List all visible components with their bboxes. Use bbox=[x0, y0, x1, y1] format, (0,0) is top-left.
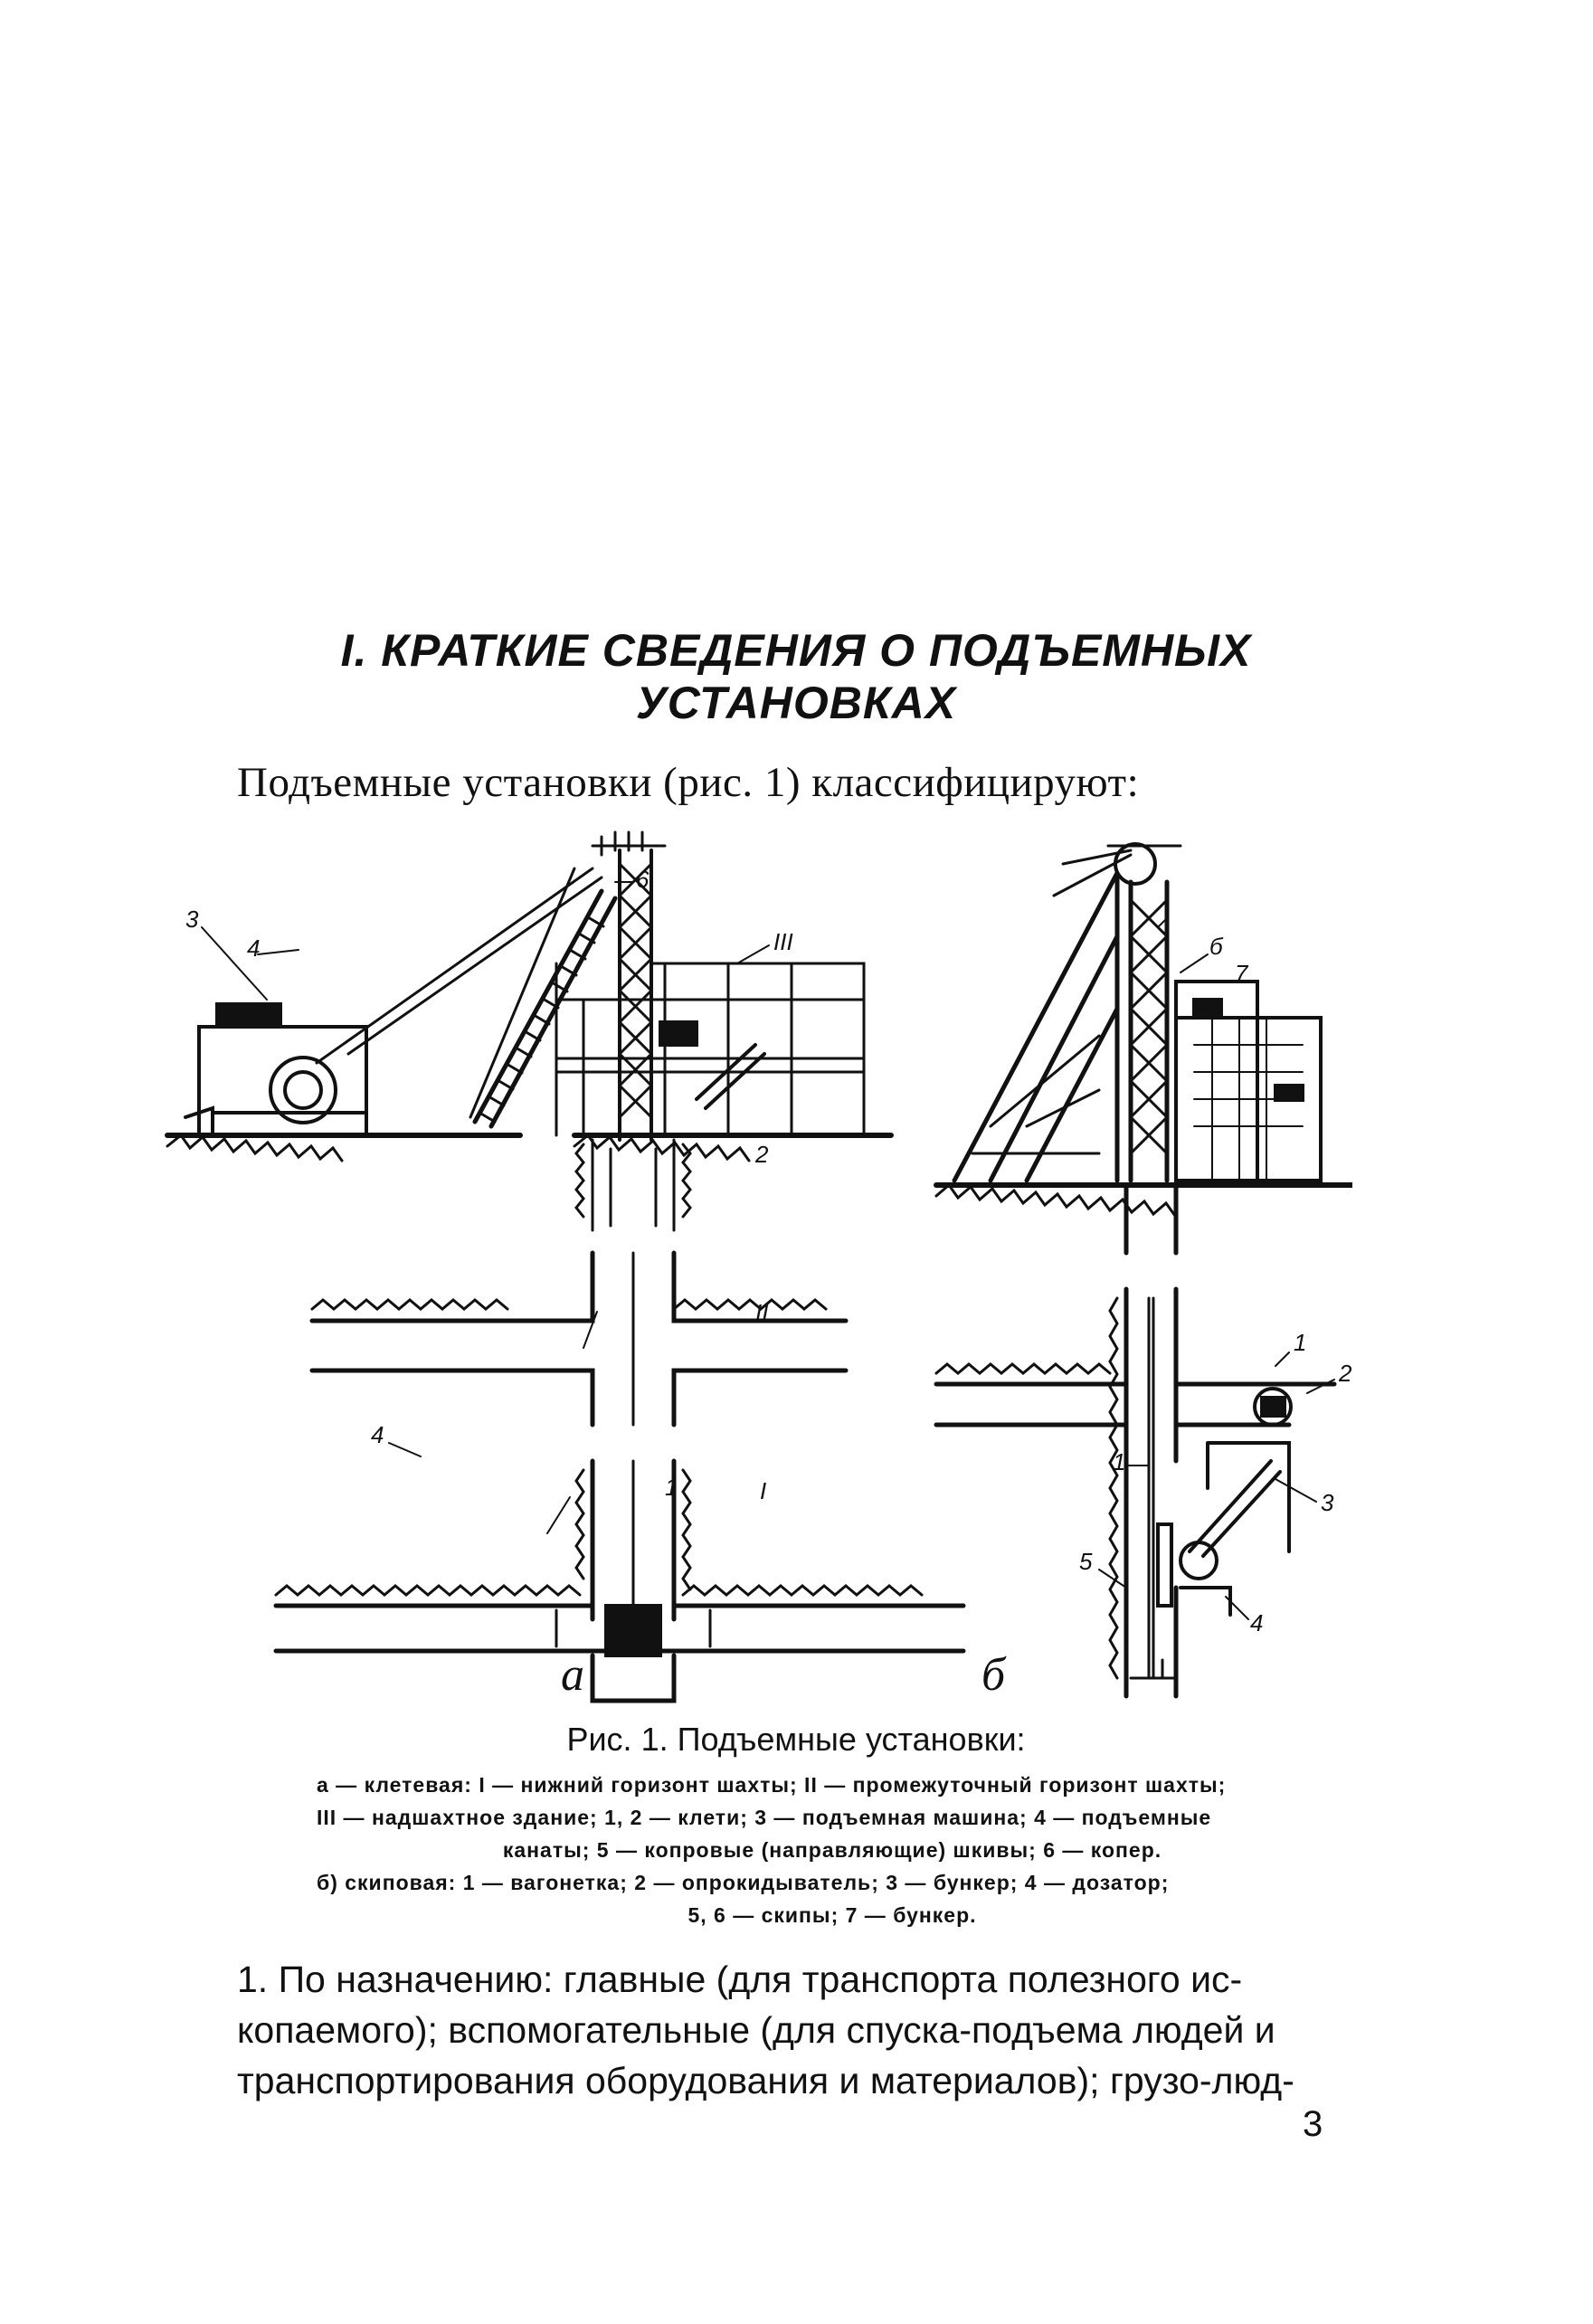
panel-a-drawing bbox=[165, 830, 966, 1703]
label-a-4-top: 4 bbox=[247, 934, 260, 962]
intro-sentence: Подъемные установки (рис. 1) классифицир… bbox=[237, 759, 1140, 806]
body-line-1: 1. По назначению: главные (для транспорт… bbox=[237, 1959, 1243, 2000]
heading-line-1: I. КРАТКИЕ СВЕДЕНИЯ О ПОДЪЕМНЫХ bbox=[340, 625, 1252, 676]
figure-drawing: 3 4 6 III 2 II 4 1 I б 7 1 2 1 3 5 4 bbox=[165, 830, 1352, 1703]
label-a-4-bottom: 4 bbox=[371, 1421, 384, 1448]
caption-line-3: канаты; 5 — копровые (направляющие) шкив… bbox=[502, 1838, 1162, 1862]
page-number: 3 bbox=[1303, 2104, 1323, 2144]
label-a-II: II bbox=[755, 1299, 768, 1326]
figure-hoisting-installations: 3 4 6 III 2 II 4 1 I б 7 1 2 1 3 5 4 bbox=[158, 828, 1352, 1719]
label-b-1-top: 1 bbox=[1294, 1329, 1306, 1356]
caption-line-4: б) скиповая: 1 — вагонетка; 2 — опрокиды… bbox=[317, 1871, 1170, 1894]
label-a-2: 2 bbox=[754, 1141, 769, 1168]
heading-line-2: УСТАНОВКАХ bbox=[635, 678, 957, 728]
label-b-1-mid: 1 bbox=[1113, 1448, 1125, 1475]
caption-line-5: 5, 6 — скипы; 7 — бункер. bbox=[687, 1903, 977, 1927]
chapter-heading: I. КРАТКИЕ СВЕДЕНИЯ О ПОДЪЕМНЫХ УСТАНОВК… bbox=[226, 624, 1366, 729]
figure-caption-legend: а — клетевая: I — нижний горизонт шахты;… bbox=[317, 1769, 1348, 1931]
label-a-I: I bbox=[760, 1477, 766, 1504]
label-a-1: 1 bbox=[665, 1474, 678, 1501]
body-paragraph: 1. По назначению: главные (для транспорт… bbox=[237, 1954, 1332, 2106]
panel-b-drawing bbox=[934, 842, 1352, 1699]
label-b-7: 7 bbox=[1235, 960, 1249, 987]
label-b-3: 3 bbox=[1321, 1489, 1334, 1516]
label-b-4: 4 bbox=[1250, 1609, 1263, 1636]
caption-line-1: а — клетевая: I — нижний горизонт шахты;… bbox=[317, 1773, 1227, 1797]
figure-caption-title: Рис. 1. Подъемные установки: bbox=[566, 1721, 1026, 1758]
body-line-3: транспортирования оборудования и материа… bbox=[237, 2060, 1294, 2101]
label-b-6: б bbox=[1209, 933, 1224, 960]
label-a-III: III bbox=[773, 928, 793, 955]
panel-a-letter: а bbox=[561, 1649, 584, 1701]
label-b-2: 2 bbox=[1338, 1360, 1352, 1387]
label-b-5: 5 bbox=[1079, 1548, 1093, 1575]
panel-b-letter: б bbox=[981, 1649, 1006, 1701]
body-line-2: копаемого); вспомогательные (для спуска-… bbox=[237, 2009, 1275, 2051]
caption-line-2: III — надшахтное здание; 1, 2 — клети; 3… bbox=[317, 1806, 1212, 1829]
label-a-6: 6 bbox=[636, 866, 650, 893]
label-a-3: 3 bbox=[185, 906, 199, 933]
